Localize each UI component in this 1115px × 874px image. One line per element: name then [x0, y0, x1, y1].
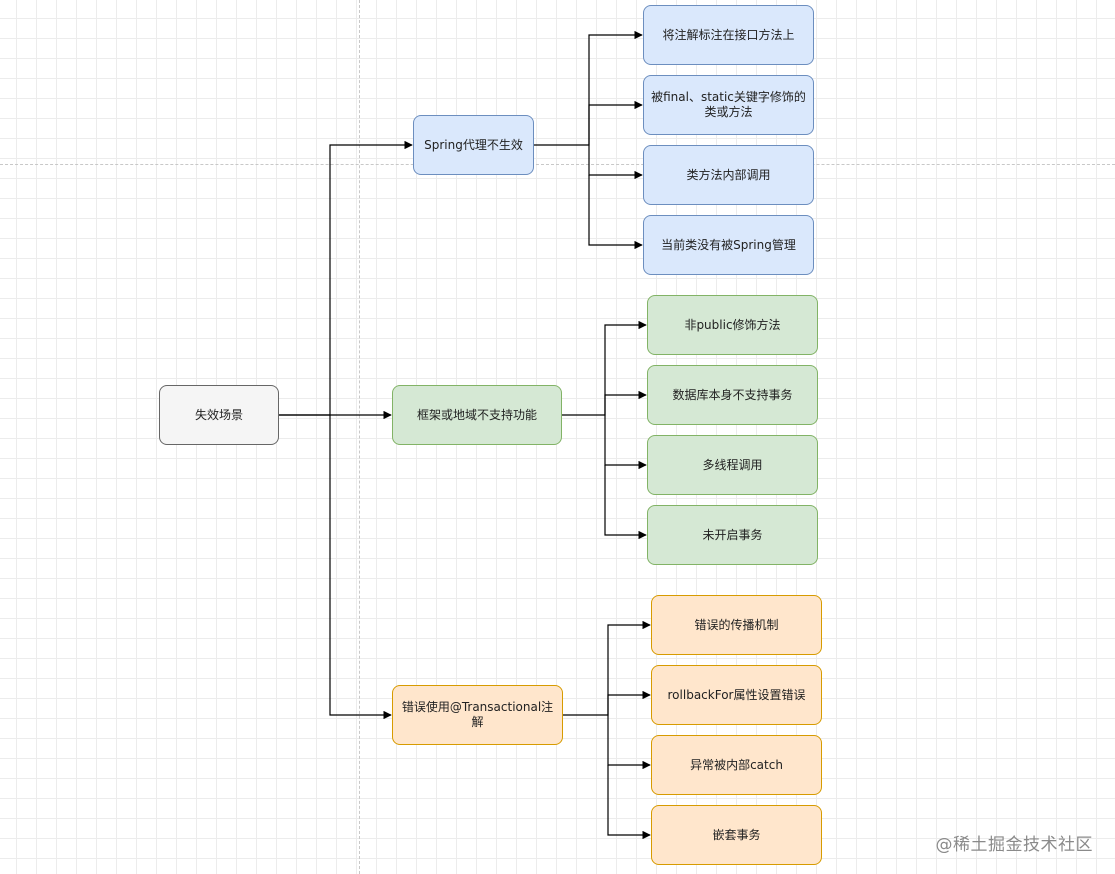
edge-branch-3-leaf-4 — [607, 765, 651, 840]
leaf-node-final-static[interactable]: 被final、static关键字修饰的类或方法 — [643, 75, 814, 135]
leaf-node-multithread[interactable]: 多线程调用 — [647, 435, 818, 495]
edge-root-to-branch-3 — [329, 415, 392, 720]
root-node[interactable]: 失效场景 — [159, 385, 279, 445]
watermark-text: @稀土掘金技术社区 — [935, 835, 1093, 855]
edge-branch-2-leaf-3 — [604, 415, 647, 470]
edge-branch-3-leaf-1 — [562, 620, 651, 716]
leaf-node-tx-not-enabled[interactable]: 未开启事务 — [647, 505, 818, 565]
leaf-node-internal-call[interactable]: 类方法内部调用 — [643, 145, 814, 205]
edge-branch-3-leaf-3 — [607, 715, 651, 770]
leaf-node-interface-annotation[interactable]: 将注解标注在接口方法上 — [643, 5, 814, 65]
leaf-node-nested-tx[interactable]: 嵌套事务 — [651, 805, 822, 865]
edge-branch-1-leaf-2 — [588, 100, 643, 145]
leaf-node-propagation[interactable]: 错误的传播机制 — [651, 595, 822, 655]
leaf-node-non-public[interactable]: 非public修饰方法 — [647, 295, 818, 355]
edge-branch-1-leaf-1 — [534, 30, 643, 146]
branch-node-unsupported[interactable]: 框架或地域不支持功能 — [392, 385, 562, 445]
leaf-node-rollbackfor[interactable]: rollbackFor属性设置错误 — [651, 665, 822, 725]
edge-branch-2-leaf-2 — [604, 390, 647, 415]
branch-node-spring-proxy[interactable]: Spring代理不生效 — [413, 115, 534, 175]
edge-root-to-branch-1 — [279, 140, 413, 416]
edge-branch-3-leaf-2 — [607, 690, 651, 715]
leaf-node-db-no-tx[interactable]: 数据库本身不支持事务 — [647, 365, 818, 425]
edge-branch-2-leaf-4 — [604, 465, 647, 540]
leaf-node-not-managed[interactable]: 当前类没有被Spring管理 — [643, 215, 814, 275]
guide-line-horizontal — [0, 164, 1115, 165]
leaf-node-caught-exception[interactable]: 异常被内部catch — [651, 735, 822, 795]
edge-branch-1-leaf-3 — [588, 145, 643, 180]
branch-node-misuse-annotation[interactable]: 错误使用@Transactional注解 — [392, 685, 563, 745]
edge-branch-2-leaf-1 — [562, 320, 647, 416]
edge-branch-1-leaf-4 — [588, 175, 643, 250]
guide-line-vertical — [359, 0, 360, 874]
